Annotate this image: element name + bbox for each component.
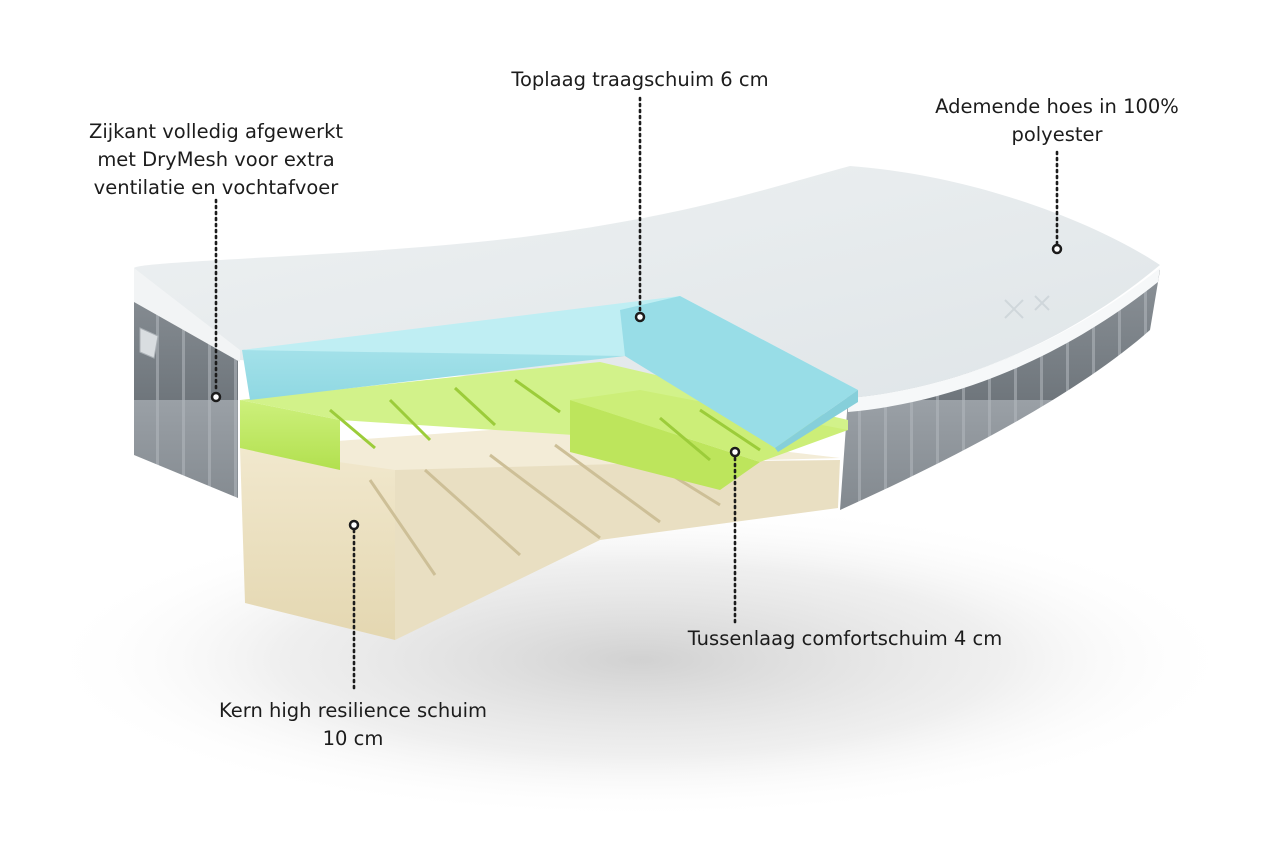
- callout-core-line-1: Kern high resilience schuim: [218, 699, 488, 722]
- top-layer-inner: [620, 296, 858, 448]
- callout-core: Kern high resilience schuim 10 cm: [193, 697, 513, 753]
- callout-middle-layer-line-1: Tussenlaag comfortschuim 4 cm: [687, 627, 1003, 650]
- dot-top-layer: [634, 311, 646, 323]
- side-tag-icon: [139, 327, 159, 359]
- dot-core: [348, 519, 360, 531]
- dot-cover: [1051, 243, 1063, 255]
- left-cover-edge: [134, 268, 240, 362]
- core-layer-side: [395, 460, 840, 640]
- callout-side-line-3: ventilatie en vochtafvoer: [93, 176, 339, 199]
- right-cover-edge: [848, 268, 1160, 412]
- comfort-slats: [329, 378, 761, 462]
- comfort-layer-front: [240, 400, 340, 470]
- callout-side-line-1: Zijkant volledig afgewerkt: [88, 120, 344, 143]
- callout-side: Zijkant volledig afgewerkt met DryMesh v…: [66, 118, 366, 202]
- cover-watermark-icon: [1004, 295, 1050, 319]
- callout-core-line-2: 10 cm: [322, 727, 384, 750]
- comfort-layer-step: [570, 400, 760, 490]
- core-layer-front: [240, 448, 395, 640]
- dot-side: [210, 391, 222, 403]
- left-side-mesh: [134, 300, 238, 498]
- top-layer-right-face: [775, 390, 858, 452]
- dot-middle-layer: [729, 446, 741, 458]
- callout-middle-layer: Tussenlaag comfortschuim 4 cm: [655, 625, 1035, 653]
- leader-dots: [210, 243, 1063, 531]
- leader-lines: [214, 96, 1059, 692]
- callout-side-line-2: met DryMesh voor extra: [97, 148, 335, 171]
- callout-cover-line-2: polyester: [1011, 123, 1103, 146]
- callout-top-layer-line-1: Toplaag traagschuim 6 cm: [511, 68, 769, 91]
- floor-shadow: [40, 500, 1240, 820]
- callout-top-layer: Toplaag traagschuim 6 cm: [470, 66, 810, 94]
- callout-cover: Ademende hoes in 100% polyester: [917, 93, 1197, 149]
- callout-cover-line-1: Ademende hoes in 100%: [935, 95, 1179, 118]
